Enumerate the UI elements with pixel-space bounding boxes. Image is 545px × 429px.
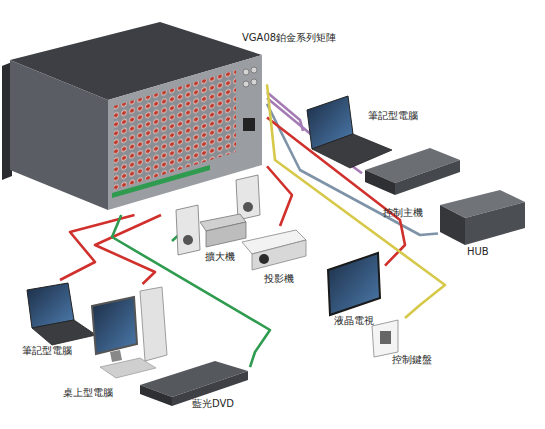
cable-line — [112, 215, 270, 367]
device-node: 筆記型電腦 — [20, 280, 100, 358]
speaker-cone — [243, 202, 253, 212]
projector-front — [252, 240, 306, 270]
rack-ear — [2, 62, 12, 180]
projector-lens — [259, 254, 269, 264]
device-label: 藍光DVD — [192, 398, 234, 410]
amplifier-top — [200, 214, 246, 231]
projector-top — [242, 230, 306, 254]
device-node: 藍光DVD — [138, 356, 250, 412]
laptop-base — [32, 320, 96, 345]
device-label: HUB — [467, 246, 489, 258]
power-socket — [243, 118, 255, 131]
tv-screen — [328, 253, 380, 315]
device-label: 筆記型電腦 — [22, 345, 72, 357]
speaker — [176, 205, 200, 255]
cable-line — [267, 118, 405, 266]
device-node: 筆記型電腦 — [303, 92, 433, 170]
device-node: 控制鍵盤 — [370, 318, 440, 368]
cable-line — [267, 166, 292, 226]
host-front — [365, 170, 395, 195]
cable-line — [267, 98, 362, 173]
device-label: 控制主機 — [383, 207, 423, 219]
speaker — [236, 175, 260, 220]
device-node: HUB — [438, 188, 528, 258]
chassis-front — [10, 60, 108, 210]
keypad-buttons — [380, 331, 391, 344]
port — [243, 81, 249, 87]
device-label: 投影機 — [264, 273, 294, 285]
device-node: 液晶電視 — [325, 250, 385, 328]
chassis-back — [108, 55, 262, 210]
port — [243, 69, 249, 75]
laptop-screen — [27, 283, 74, 328]
cable-line — [267, 104, 438, 235]
hub-front — [440, 205, 465, 245]
device-label: VGA08鉑金系列矩陣 — [242, 32, 336, 44]
dvd-front — [140, 385, 172, 406]
host-top — [365, 148, 460, 183]
cable-line — [60, 215, 135, 280]
cable-line — [95, 215, 161, 284]
laptop-screen — [307, 96, 353, 149]
port — [251, 67, 257, 73]
keypad-plate — [372, 320, 398, 357]
device-node: 桌上型電腦 — [60, 284, 170, 400]
keyboard — [100, 358, 156, 378]
monitor — [92, 297, 137, 354]
bnc-jacks — [114, 70, 236, 190]
cable-line — [172, 215, 193, 241]
speaker-cone — [183, 235, 193, 245]
host-side — [395, 160, 460, 195]
device-label: 液晶電視 — [334, 315, 374, 327]
device-label: 桌上型電腦 — [63, 387, 113, 399]
device-label: 擴大機 — [205, 251, 235, 263]
chassis-top — [10, 22, 262, 100]
hub-top — [440, 190, 525, 218]
pc-tower — [140, 287, 167, 361]
device-label: 筆記型電腦 — [368, 110, 418, 122]
port — [251, 79, 257, 85]
laptop-base — [312, 134, 392, 168]
device-node: VGA08鉑金系列矩陣 — [2, 20, 267, 215]
monitor-stand — [110, 350, 122, 362]
device-node: 擴大機 — [172, 172, 264, 264]
terminal-strip — [112, 165, 210, 198]
device-label: 控制鍵盤 — [392, 354, 432, 366]
device-node: 控制主機 — [362, 146, 462, 224]
device-node: 投影機 — [238, 226, 308, 288]
amplifier-front — [206, 222, 246, 247]
hub-side — [465, 202, 525, 245]
dvd-top — [140, 361, 248, 397]
